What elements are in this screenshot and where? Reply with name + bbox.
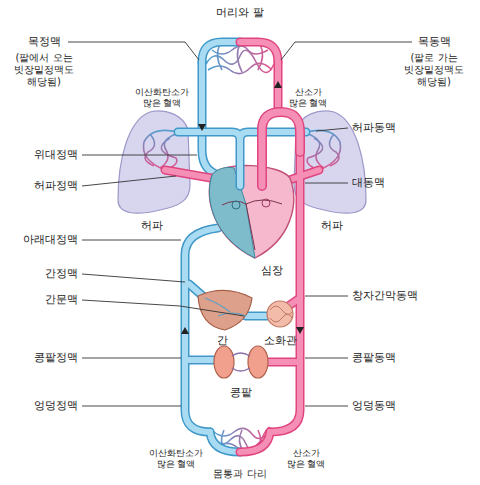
leader-line <box>82 274 185 282</box>
organ-label: 소화관 <box>264 334 297 347</box>
capillary <box>306 130 341 170</box>
pulmonary-artery <box>178 132 306 186</box>
organ-label: 심장 <box>261 264 283 277</box>
leader-line <box>305 406 348 407</box>
vessel-label: 위대정맥 <box>34 148 78 161</box>
capillary <box>217 44 222 70</box>
vein-fill <box>202 42 240 62</box>
capillary <box>329 134 338 166</box>
blood-note: 이산화탄소가 많은 혈액 <box>147 448 205 470</box>
vein <box>210 432 240 452</box>
leader-line <box>305 183 348 184</box>
capillary <box>212 46 268 54</box>
leader-line <box>82 358 181 359</box>
leader-line <box>82 240 181 241</box>
blood-note: 산소가 많은 혈액 <box>285 448 327 470</box>
artery-fill <box>240 432 270 452</box>
vessel-label: 엉덩정맥 <box>34 399 78 412</box>
vessel-label: 대동맥 <box>352 176 385 189</box>
artery-fill <box>240 42 278 62</box>
capillary <box>161 138 177 170</box>
artery <box>268 358 296 367</box>
vein <box>202 62 222 176</box>
aortic-arch <box>262 112 300 186</box>
capillary <box>145 134 154 166</box>
vein-fill <box>178 132 306 186</box>
leader-line <box>82 155 197 156</box>
note-label: (팔로 가는 빗장밑정맥도 해당됨) <box>402 52 466 89</box>
vessel-label: 간정맥 <box>45 267 78 280</box>
blood-note: 산소가 많은 혈액 <box>287 87 329 109</box>
vessel-label: 콩팥정맥 <box>34 351 78 364</box>
vein-fill <box>185 228 218 432</box>
capillary <box>258 44 263 70</box>
head-capillaries <box>206 44 274 74</box>
kidney <box>248 346 268 378</box>
vessel-label: 창자간막동맥 <box>352 289 418 302</box>
leader-line <box>82 176 176 186</box>
artery-fill <box>262 112 300 186</box>
heart-valve <box>232 201 240 209</box>
vein-fill <box>189 357 216 363</box>
note-label: (팔에서 오는 빗장밑정맥도 해당됨) <box>12 52 76 89</box>
organ-label: 콩팥 <box>230 386 252 399</box>
flow-arrow <box>198 124 206 131</box>
leader-line <box>305 358 348 359</box>
flow-arrow <box>181 327 189 334</box>
blood-note: 이산화탄소가 많은 혈액 <box>133 87 191 109</box>
vessel-label: 엉덩동맥 <box>352 399 396 412</box>
flow-arrows <box>181 81 304 334</box>
artery <box>262 112 300 186</box>
artery <box>274 62 283 112</box>
region-label: 몸통과 다리 <box>213 468 266 480</box>
gut <box>267 301 293 327</box>
vein-fill <box>202 62 222 176</box>
vein <box>178 132 306 186</box>
left-lung <box>118 111 190 213</box>
region-label: 머리와 팔 <box>216 6 264 19</box>
vessel-label: 목정맥 <box>28 35 61 48</box>
leader-lines <box>68 42 412 406</box>
leader-line <box>68 42 199 60</box>
gut-coils <box>270 306 292 322</box>
heart-valve <box>262 199 270 207</box>
organ-label: 간 <box>217 334 228 347</box>
vessel-label: 허파동맥 <box>352 121 396 134</box>
vessel-label: 간문맥 <box>45 293 78 306</box>
flow-arrow <box>296 327 304 334</box>
leader-line <box>316 128 348 131</box>
leader-line <box>281 42 412 60</box>
artery-fill <box>275 62 281 112</box>
kidney <box>214 346 234 378</box>
capillary <box>237 44 242 72</box>
capillary <box>143 130 178 170</box>
vein <box>189 356 216 365</box>
vein <box>185 228 218 432</box>
vein <box>202 42 240 62</box>
artery-fill <box>268 359 296 365</box>
capillary <box>307 138 323 170</box>
organ-label: 허파 <box>321 219 343 232</box>
vessel-label: 목동맥 <box>418 35 451 48</box>
artery <box>240 432 270 452</box>
vein-fill <box>210 432 240 452</box>
leader-line <box>82 406 181 407</box>
flow-arrow <box>274 81 282 88</box>
kidney-vessels <box>232 353 250 371</box>
leader-line <box>305 296 348 297</box>
leader-line <box>82 300 244 316</box>
vessel-label: 허파정맥 <box>34 179 78 192</box>
organ-label: 허파 <box>141 219 163 232</box>
heart <box>209 165 293 258</box>
vessel-label: 아래대정맥 <box>23 233 78 246</box>
heart-septum <box>222 200 282 250</box>
vessel-label: 콩팥동맥 <box>352 351 396 364</box>
artery <box>240 42 278 62</box>
